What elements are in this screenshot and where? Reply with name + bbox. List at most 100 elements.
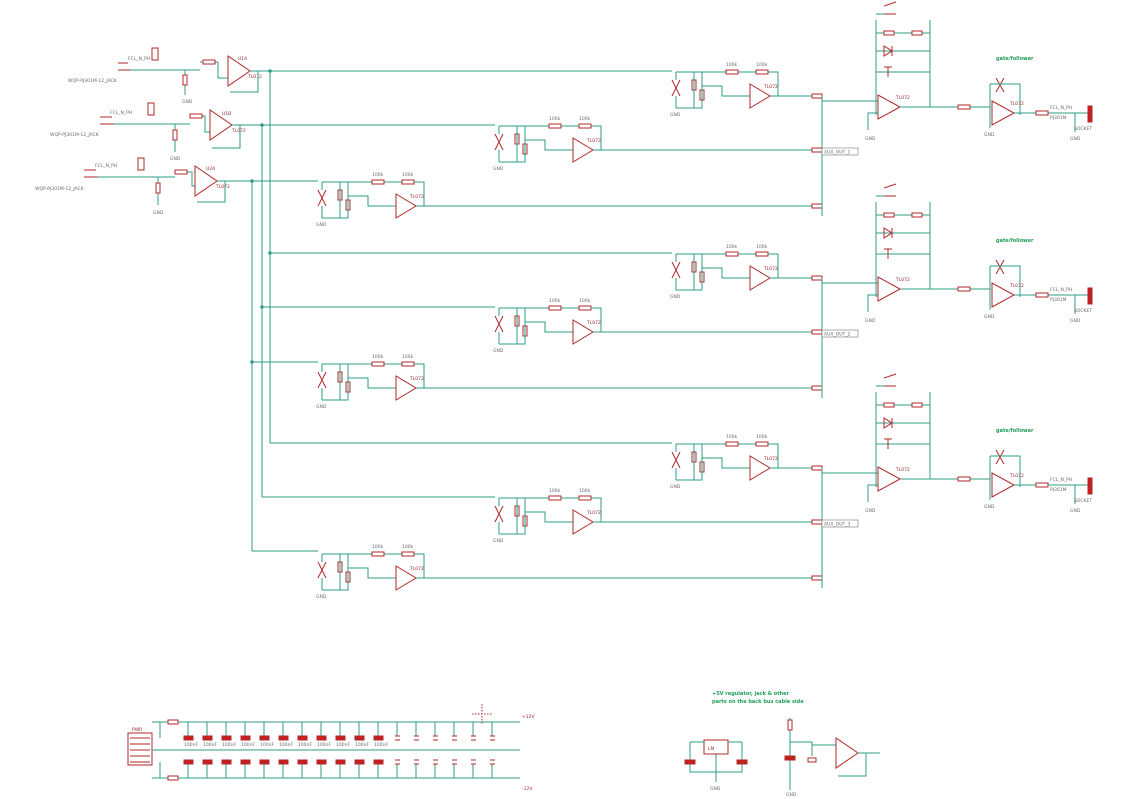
opamp-part: TL072 xyxy=(1009,283,1024,289)
opamp-part: TL072 xyxy=(763,456,778,462)
input-3-opamp-part: TL072 xyxy=(215,184,230,190)
cell-wire xyxy=(768,253,812,279)
capacitor xyxy=(316,759,327,765)
gnd-label: GND xyxy=(153,210,164,216)
trimmer-pot xyxy=(494,505,504,523)
resistor xyxy=(548,123,562,129)
switch xyxy=(883,183,897,197)
resistor xyxy=(755,69,769,75)
socket-label: SOCKET xyxy=(1074,126,1092,132)
capacitor xyxy=(316,735,327,741)
cell-wire xyxy=(348,181,414,207)
cell-wire xyxy=(702,71,768,97)
cap-value: 100nF xyxy=(203,742,217,748)
resistor xyxy=(811,385,823,391)
mixer-opamp xyxy=(572,319,594,345)
cell-wire xyxy=(499,125,526,163)
resistor xyxy=(811,93,823,99)
output-opamp xyxy=(877,94,902,120)
resistor xyxy=(401,361,415,367)
cell-wire xyxy=(322,181,349,219)
gnd-label: GND xyxy=(316,222,327,228)
resistor-value: 100k xyxy=(402,354,414,360)
resistor-value: 100k xyxy=(549,116,561,122)
output-jack-ref: FCL_N_PH xyxy=(1050,105,1072,111)
trimmer-pot xyxy=(995,449,1005,465)
resistor xyxy=(883,402,895,408)
resistor-value: 100k xyxy=(726,434,738,440)
resistor xyxy=(811,203,823,209)
capacitor xyxy=(452,735,457,765)
follower-opamp xyxy=(991,100,1016,126)
follower-opamp xyxy=(991,282,1016,308)
cap-value: 100nF xyxy=(279,742,293,748)
capacitor xyxy=(221,759,232,765)
resistor xyxy=(401,179,415,185)
resistor-value: 100k xyxy=(372,172,384,178)
cell-wire xyxy=(591,307,812,333)
capacitor xyxy=(335,759,346,765)
follower-opamp xyxy=(991,472,1016,498)
input-2-ref: FCL_N_PH xyxy=(110,110,132,116)
gnd-label: GND xyxy=(493,538,504,544)
resistor xyxy=(911,402,923,408)
resistor xyxy=(578,495,592,501)
gate-follower-note: gate/follower xyxy=(996,56,1034,62)
input-2-opamp-ref: U1B xyxy=(222,111,231,117)
capacitor xyxy=(373,735,384,741)
output-jack-part: PJ301M xyxy=(1050,297,1067,303)
input-2-opamp xyxy=(209,109,233,141)
cell-wire xyxy=(676,443,703,481)
resistor xyxy=(811,329,823,335)
gnd-label: GND xyxy=(670,294,681,300)
cap-value: 100nF xyxy=(184,742,198,748)
cell-wire xyxy=(525,497,591,523)
resistor xyxy=(811,575,823,581)
gnd-label: GND xyxy=(1070,318,1081,324)
gnd-label: GND xyxy=(316,404,327,410)
cell-wire xyxy=(591,125,812,151)
trimmer-pot xyxy=(317,189,327,207)
resistor-value: 100k xyxy=(756,434,768,440)
capacitor xyxy=(414,735,419,765)
resistor-value: 100k xyxy=(579,488,591,494)
out-wire xyxy=(1014,112,1090,132)
resistor xyxy=(755,441,769,447)
input-3-opamp xyxy=(194,165,218,197)
resistor xyxy=(811,465,823,471)
distribution-buses xyxy=(250,69,672,552)
resistor xyxy=(725,251,739,257)
out-wire xyxy=(1014,294,1090,314)
trimmer-pot xyxy=(671,451,681,469)
resistor xyxy=(578,123,592,129)
opamp-part: TL072 xyxy=(409,194,424,200)
resistor xyxy=(911,212,923,218)
capacitor xyxy=(335,735,346,741)
cell-wire xyxy=(322,363,349,401)
capacitor xyxy=(183,735,194,741)
opamp-part: TL072 xyxy=(763,266,778,272)
capacitor xyxy=(373,759,384,765)
capacitor xyxy=(433,735,438,765)
cell-wire xyxy=(702,443,768,469)
rail-pos-label: +12V xyxy=(522,714,535,720)
cell-wire xyxy=(414,181,812,207)
regulator-label: LM xyxy=(708,746,715,752)
resistor xyxy=(725,441,739,447)
cell-wire xyxy=(348,363,414,389)
gnd-label: GND xyxy=(316,594,327,600)
output-jack-ref: FCL_N_PH xyxy=(1050,287,1072,293)
out-wire xyxy=(867,484,878,502)
resistor xyxy=(883,30,895,36)
gnd-label: GND xyxy=(670,112,681,118)
out-wire xyxy=(1014,484,1090,504)
cap-value: 100nF xyxy=(260,742,274,748)
gnd-label: GND xyxy=(984,314,995,320)
output-jack-part: PJ301M xyxy=(1050,115,1067,121)
trimmer-pot xyxy=(671,79,681,97)
gnd-label: GND xyxy=(710,786,721,792)
gnd-label: GND xyxy=(786,792,797,798)
resistor xyxy=(1035,292,1049,298)
